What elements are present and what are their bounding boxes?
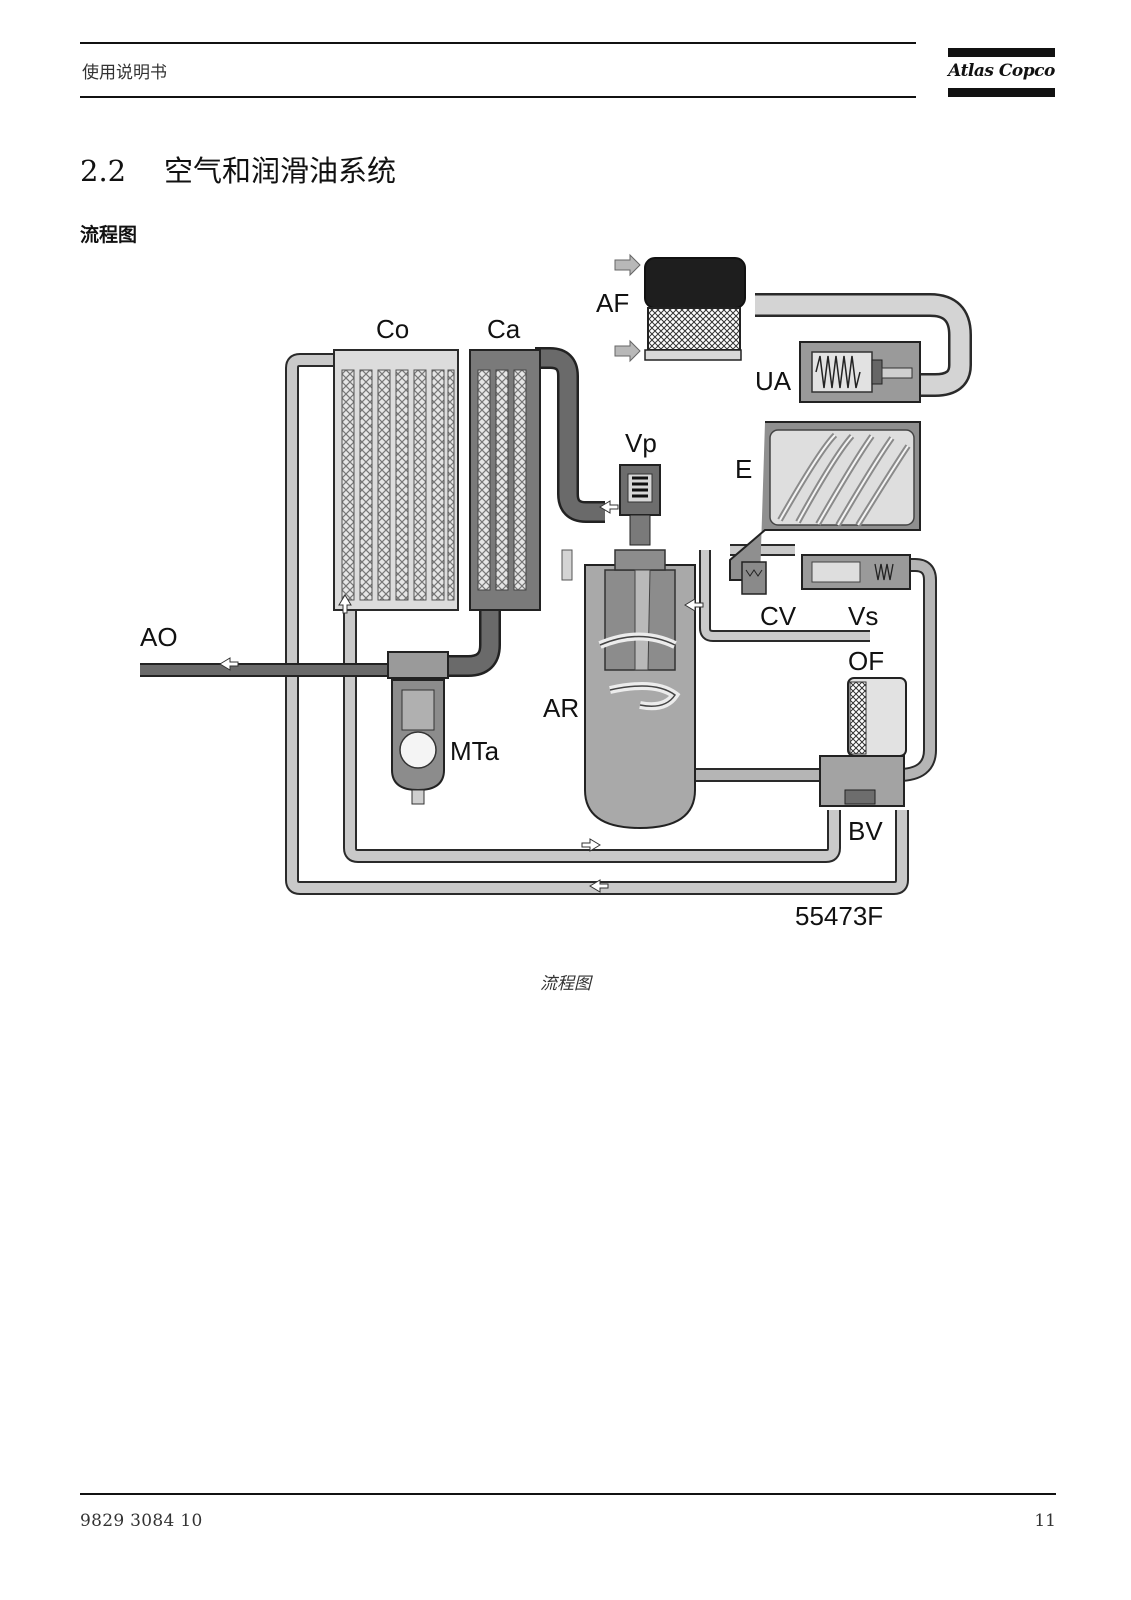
section-title: 空气和润滑油系统 bbox=[164, 154, 397, 188]
manual-title: 使用说明书 bbox=[82, 63, 167, 83]
footer-rule bbox=[80, 1493, 1056, 1495]
label-e: E bbox=[735, 454, 752, 484]
air-intake-pipe bbox=[755, 293, 972, 397]
header-rule-bottom bbox=[80, 96, 916, 98]
label-ua: UA bbox=[755, 366, 792, 396]
air-filter bbox=[614, 253, 746, 363]
logo-text: Atlas Copco bbox=[948, 61, 1055, 81]
unloader-valve bbox=[799, 341, 921, 403]
label-ao: AO bbox=[140, 622, 178, 652]
label-ar: AR bbox=[543, 693, 579, 723]
section-heading: 2.2 空气和润滑油系统 bbox=[80, 148, 396, 190]
label-of: OF bbox=[848, 646, 884, 676]
label-af: AF bbox=[596, 288, 629, 318]
figure-id: 55473F bbox=[795, 901, 883, 931]
oil-filter bbox=[819, 677, 907, 807]
document-number: 9829 3084 10 bbox=[80, 1511, 203, 1531]
figure-caption: 流程图 bbox=[540, 974, 591, 994]
compressor-element bbox=[729, 421, 921, 581]
label-co: Co bbox=[376, 314, 409, 344]
oil-cooler bbox=[333, 349, 459, 611]
subsection-heading: 流程图 bbox=[80, 224, 138, 246]
label-ca: Ca bbox=[487, 314, 521, 344]
header-rule-top bbox=[80, 42, 916, 44]
thermostatic-valve bbox=[801, 554, 911, 590]
air-oil-flow-diagram: AF Co Ca UA Vp E AO CV Vs OF AR MTa BV 5… bbox=[140, 253, 972, 931]
air-receiver bbox=[561, 549, 696, 830]
compressed-air-pipe bbox=[140, 347, 605, 677]
check-valve bbox=[741, 561, 767, 595]
air-cooler bbox=[469, 349, 541, 611]
flow-arrows bbox=[219, 500, 704, 893]
label-cv: CV bbox=[760, 601, 797, 631]
label-vp: Vp bbox=[625, 428, 657, 458]
label-vs: Vs bbox=[848, 601, 878, 631]
condensate-trap bbox=[387, 651, 449, 805]
section-number: 2.2 bbox=[80, 154, 127, 188]
minimum-pressure-valve bbox=[619, 464, 661, 546]
label-mta: MTa bbox=[450, 736, 500, 766]
label-bv: BV bbox=[848, 816, 883, 846]
atlas-copco-logo: Atlas Copco bbox=[948, 48, 1055, 100]
page-number: 11 bbox=[1034, 1511, 1056, 1531]
